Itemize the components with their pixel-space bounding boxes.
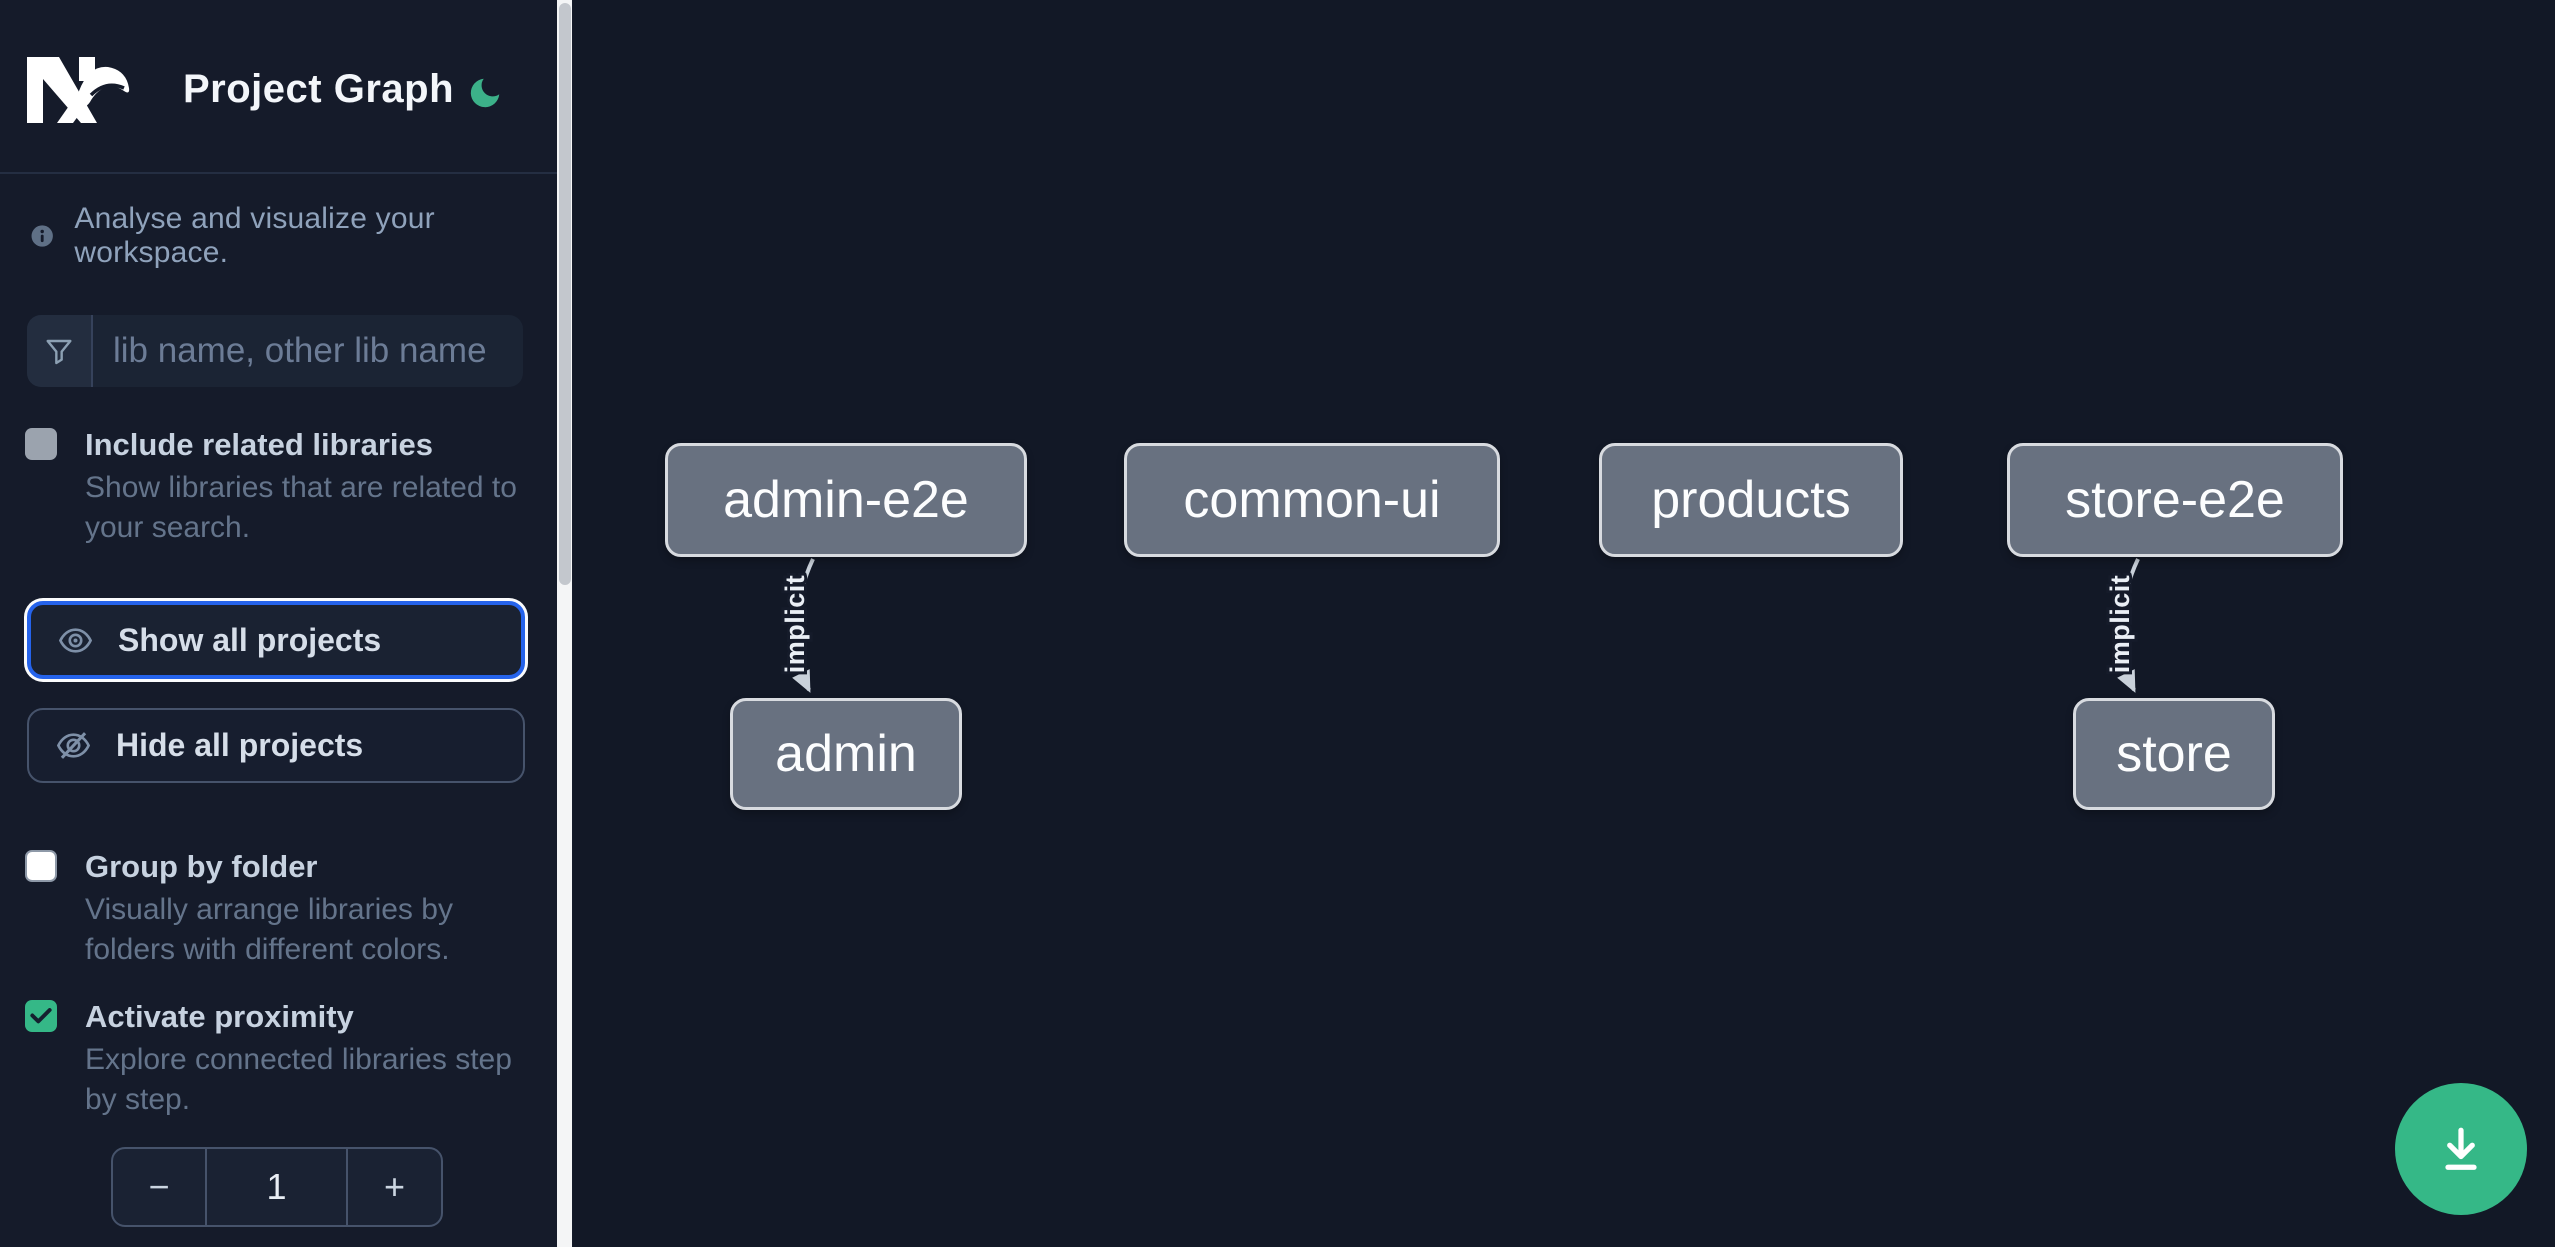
moon-icon: [470, 78, 500, 108]
group-by-folder-description: Visually arrange libraries by folders wi…: [85, 893, 453, 966]
filter-icon-cell: [27, 315, 93, 387]
checkmark-icon: [30, 1008, 52, 1024]
graph-node-admin[interactable]: admin: [730, 698, 962, 810]
sidebar-scrollbar-thumb[interactable]: [558, 3, 571, 585]
sidebar-scrollbar[interactable]: [557, 0, 572, 1247]
proximity-depth-stepper: − 1 +: [111, 1147, 443, 1227]
download-icon: [2445, 1127, 2477, 1170]
proximity-depth-value: 1: [266, 1166, 287, 1207]
hide-all-projects-label: Hide all projects: [116, 727, 364, 763]
workspace-tagline-row: Analyse and visualize your workspace.: [30, 202, 530, 270]
group-by-folder-label[interactable]: Group by folder: [85, 849, 318, 884]
eye-icon: [58, 627, 93, 653]
workspace-tagline: Analyse and visualize your workspace.: [74, 202, 435, 269]
include-related-label[interactable]: Include related libraries: [85, 427, 434, 462]
group-by-folder-checkbox[interactable]: [25, 850, 57, 882]
option-activate-proximity: Activate proximity Explore connected lib…: [25, 996, 535, 1120]
graph-node-products[interactable]: products: [1599, 443, 1903, 557]
activate-proximity-label[interactable]: Activate proximity: [85, 999, 354, 1034]
hide-all-projects-button[interactable]: Hide all projects: [27, 708, 525, 783]
sidebar: Project Graph Analyse and visualize your…: [0, 0, 573, 1247]
nx-logo-icon: [27, 57, 130, 123]
sidebar-header: Project Graph: [0, 0, 557, 174]
download-graph-button[interactable]: [2395, 1083, 2527, 1215]
include-related-description: Show libraries that are related to your …: [85, 471, 517, 544]
eye-off-icon: [56, 732, 91, 759]
show-all-projects-label: Show all projects: [118, 621, 382, 658]
dark-mode-toggle[interactable]: [466, 74, 504, 112]
funnel-icon: [46, 339, 72, 365]
activate-proximity-checkbox[interactable]: [25, 1000, 57, 1032]
include-related-checkbox[interactable]: [25, 428, 57, 460]
activate-proximity-description: Explore connected libraries step by step…: [85, 1043, 512, 1116]
graph-node-store-e2e[interactable]: store-e2e: [2007, 443, 2343, 557]
page-title: Project Graph: [183, 66, 455, 111]
decrement-button[interactable]: −: [113, 1149, 207, 1225]
filter-input-group: [27, 315, 523, 387]
show-all-projects-button[interactable]: Show all projects: [27, 601, 525, 679]
info-icon: [31, 225, 53, 247]
project-graph-canvas[interactable]: [573, 0, 2555, 1247]
option-group-by-folder: Group by folder Visually arrange librari…: [25, 846, 535, 970]
option-include-related: Include related libraries Show libraries…: [25, 424, 535, 548]
library-filter-input[interactable]: [93, 315, 523, 387]
increment-button[interactable]: +: [346, 1149, 441, 1225]
graph-node-common-ui[interactable]: common-ui: [1124, 443, 1500, 557]
graph-node-admin-e2e[interactable]: admin-e2e: [665, 443, 1027, 557]
graph-node-store[interactable]: store: [2073, 698, 2275, 810]
